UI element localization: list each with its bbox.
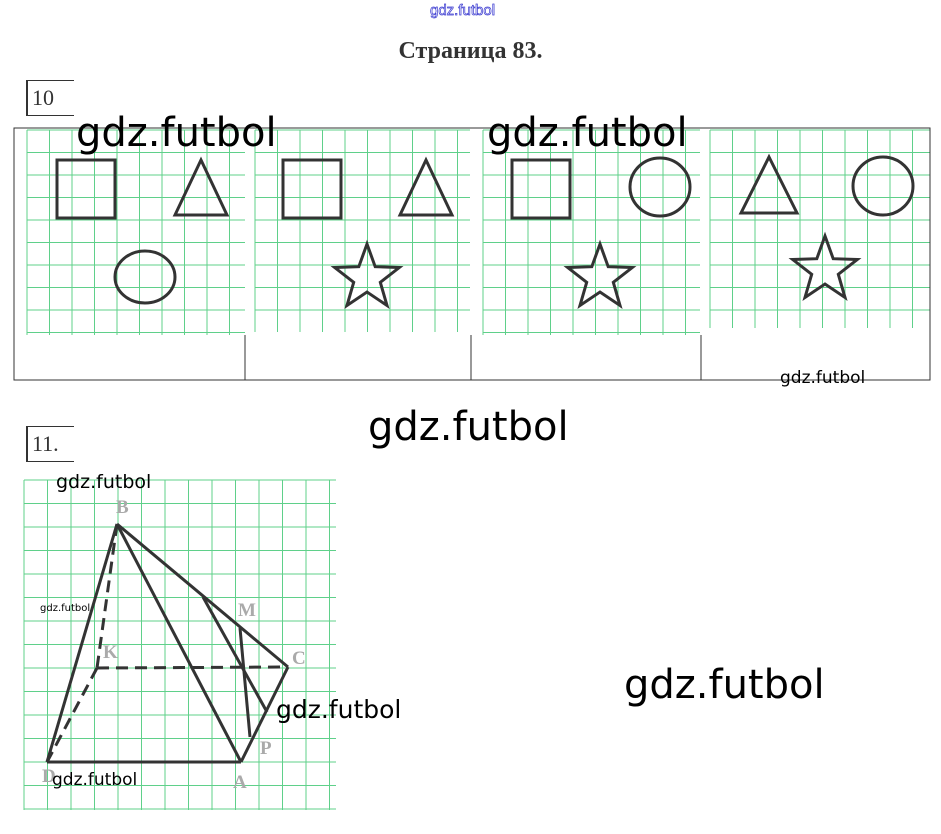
square-shape: [281, 158, 343, 220]
exercise-10-shapes: [55, 153, 915, 310]
circle-shape: [851, 155, 915, 217]
exercise-10-number: 10: [26, 80, 74, 116]
watermark: gdz.futbol: [56, 471, 152, 493]
site-watermark-link[interactable]: gdz.futbol: [430, 2, 496, 20]
page-title: Страница 83.: [398, 38, 543, 64]
watermark: gdz.futbol: [276, 695, 402, 724]
circle-shape: [628, 156, 692, 218]
exercise-11-number: 11.: [26, 426, 74, 462]
point-label-c: C: [292, 648, 306, 669]
triangle-shape: [738, 153, 800, 215]
point-label-d: D: [42, 766, 56, 787]
triangle-shape: [397, 156, 455, 217]
watermark: gdz.futbol: [40, 603, 91, 614]
point-label-m: M: [238, 600, 256, 621]
point-label-b: B: [116, 497, 129, 518]
square-shape: [55, 158, 117, 220]
watermark: gdz.futbol: [624, 662, 825, 708]
star-shape: [788, 231, 862, 302]
star-shape: [563, 239, 637, 310]
triangle-shape: [172, 156, 230, 217]
exercise-10-frame: [13, 127, 931, 381]
circle-shape: [113, 249, 177, 305]
watermark: gdz.futbol: [780, 368, 866, 388]
watermark: gdz.futbol: [368, 404, 569, 450]
watermark: gdz.futbol: [76, 110, 277, 156]
watermark: gdz.futbol: [487, 110, 688, 156]
pyramid-drawing: [45, 522, 290, 764]
point-label-p: P: [260, 738, 272, 759]
point-label-a: A: [233, 772, 247, 793]
watermark: gdz.futbol: [52, 770, 138, 790]
point-label-k: K: [103, 642, 118, 663]
star-shape: [330, 239, 404, 310]
square-shape: [510, 158, 572, 220]
